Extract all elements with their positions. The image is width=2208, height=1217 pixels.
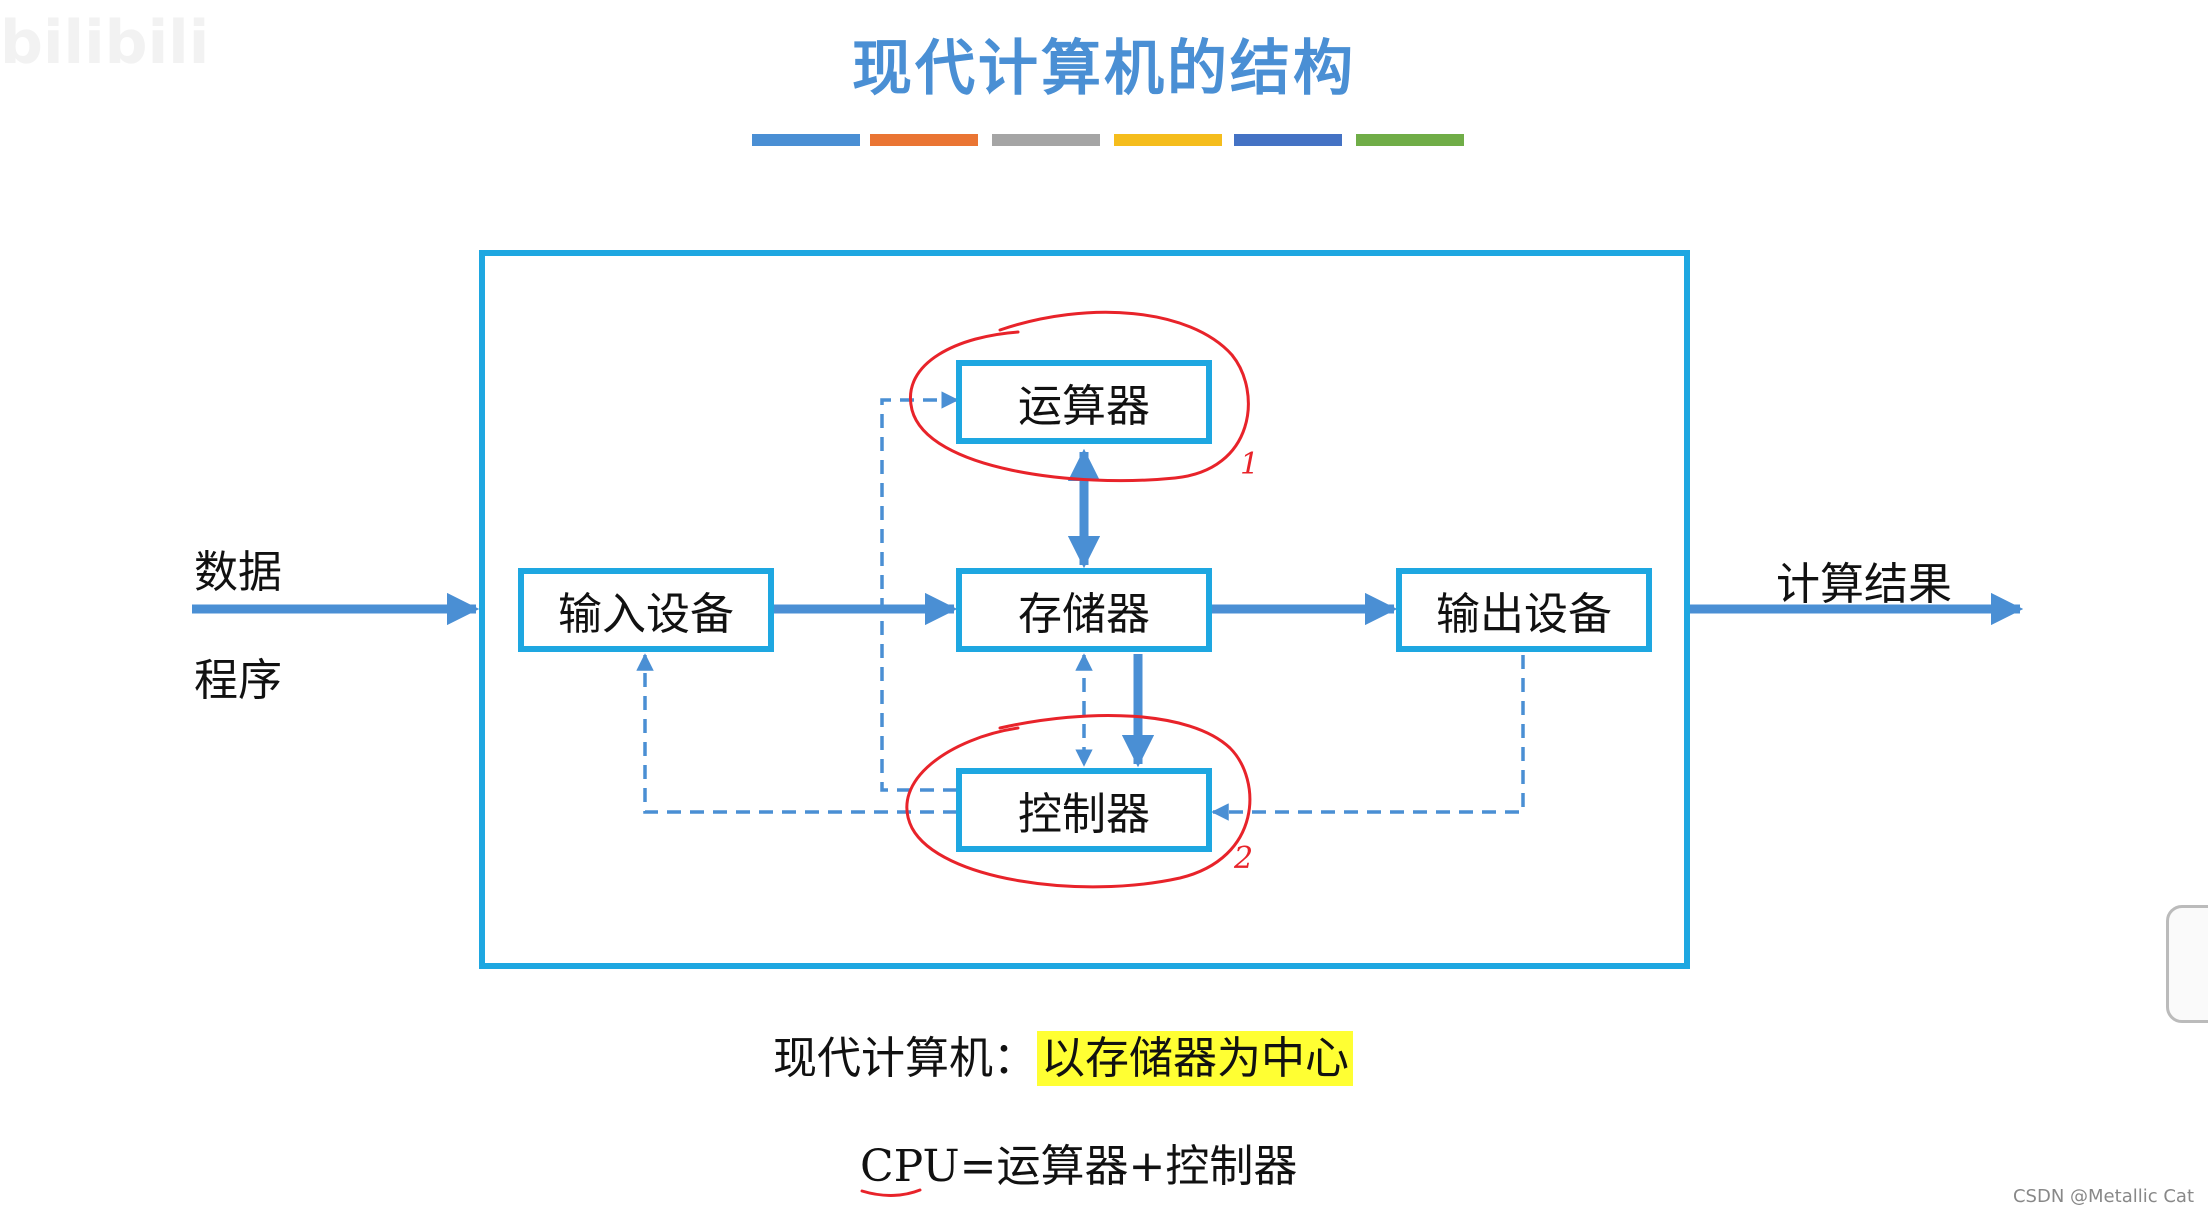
color-bar-5 (1234, 134, 1342, 146)
note-highlight: 以存储器为中心 (1037, 1031, 1353, 1086)
color-bar-3 (992, 134, 1100, 146)
color-bar-2 (870, 134, 978, 146)
annotation-mark-1: 1 (1240, 447, 1259, 482)
cpu-formula-rest: =运算器+控制器 (959, 1141, 1298, 1192)
memory-box: 存储器 (956, 568, 1212, 652)
alu-box: 运算器 (956, 360, 1212, 444)
note-prefix: 现代计算机： (773, 1033, 1037, 1084)
cpu-formula-note: CPU=运算器+控制器 (860, 1130, 1297, 1194)
control-to-input-signal (636, 653, 957, 814)
alu-circle-annotation (909, 310, 1250, 483)
cpu-term: CPU (860, 1141, 960, 1192)
color-bar-4 (1114, 134, 1222, 146)
data-label: 数据 (194, 547, 282, 598)
input-device-box: 输入设备 (518, 568, 774, 652)
side-tab-handle[interactable] (2166, 905, 2208, 1023)
result-label: 计算结果 (1776, 559, 1952, 610)
underline-annotation (860, 1188, 922, 1197)
output-to-control-signal (1211, 655, 1525, 821)
page-title: 现代计算机的结构 (852, 34, 1356, 104)
control-to-alu-signal (880, 391, 959, 792)
control-box: 控制器 (956, 768, 1212, 852)
source-credit: CSDN @Metallic Cat (2012, 1186, 2194, 1207)
computer-frame (479, 250, 1690, 969)
memory-centric-note: 现代计算机：以存储器为中心 (773, 1022, 1353, 1086)
annotation-mark-2: 2 (1233, 841, 1253, 876)
color-bar-1 (752, 134, 860, 146)
output-device-box: 输出设备 (1396, 568, 1652, 652)
color-bar-6 (1356, 134, 1464, 146)
program-label: 程序 (194, 655, 282, 706)
watermark-logo: bilibili (0, 8, 210, 78)
control-circle-annotation (905, 714, 1252, 889)
